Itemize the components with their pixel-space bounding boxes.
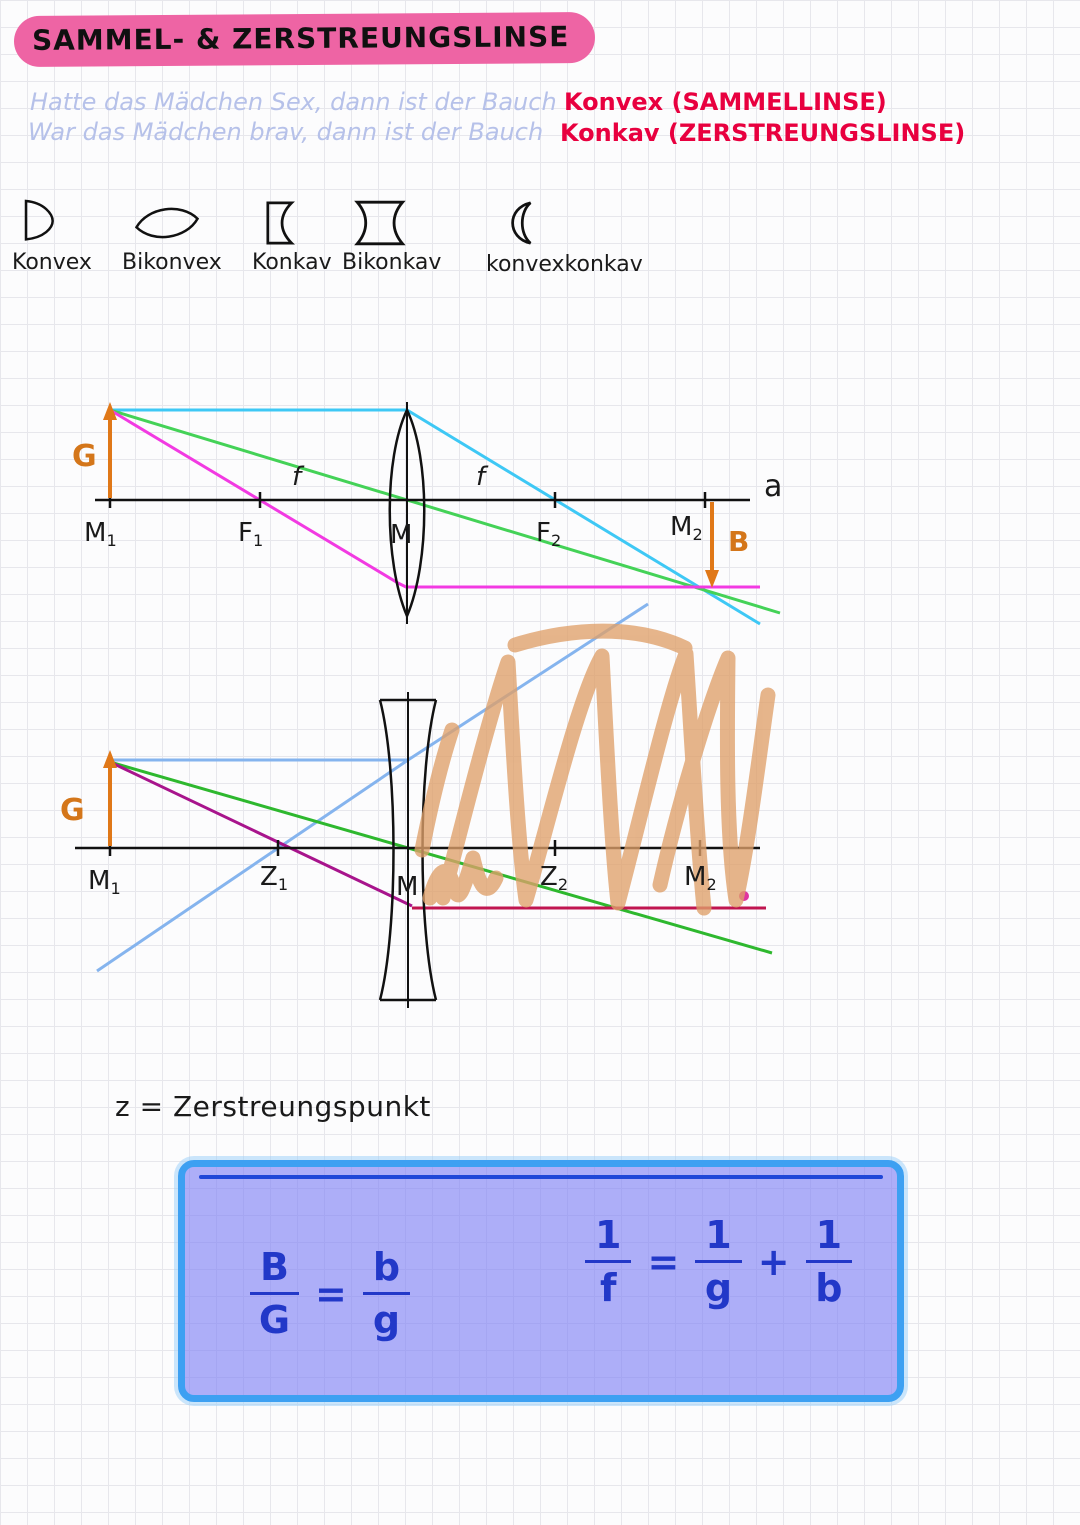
mnemonic-konvex-note: Konvex (SAMMELLINSE) <box>564 88 887 116</box>
marker-scribble <box>414 623 776 916</box>
fraction-b-g: b g <box>362 1245 411 1342</box>
point-label-z2: Z2 <box>540 862 569 894</box>
focal-ray-magenta <box>109 408 760 589</box>
biconcave-icon <box>354 200 406 246</box>
object-arrowhead <box>103 750 117 768</box>
converging-lens-ray-drawing <box>95 402 781 626</box>
fraction-1-g: 1 g <box>695 1213 742 1310</box>
focal-length-label-right: f <box>476 462 486 492</box>
center-ray-green <box>109 408 781 615</box>
fraction-1-f: 1 f <box>585 1213 632 1310</box>
magnification-formula: B G = b g <box>250 1245 411 1342</box>
object-label: G <box>72 439 97 474</box>
point-label-center: M <box>390 520 413 550</box>
lens-type-label-konvexkonkav: konvexkonkav <box>486 252 643 277</box>
mnemonic-line-1: Hatte das Mädchen Sex, dann ist der Bauc… <box>30 88 557 116</box>
mnemonic-line-2: War das Mädchen brav, dann ist der Bauch <box>28 118 544 146</box>
image-label: B <box>728 525 750 558</box>
parallel-ray-cyan <box>110 408 761 626</box>
lens-type-label-bikonvex: Bikonvex <box>122 250 222 275</box>
zerstreuungspunkt-note: z = Zerstreungspunkt <box>115 1090 431 1123</box>
lens-type-label-konkav: Konkav <box>252 250 332 275</box>
plus-sign: + <box>757 1239 790 1284</box>
lens-type-label-bikonkav: Bikonkav <box>342 250 442 275</box>
page-title: SAMMEL- & ZERSTREUNGSLINSE <box>13 11 596 68</box>
backward-extension-blue <box>96 758 409 973</box>
fraction-1-b: 1 b <box>805 1213 853 1310</box>
converging-lens-diagram: G M1 F1 f M f F2 M2 B a <box>70 380 810 645</box>
convex-concave-icon <box>511 201 532 245</box>
plano-convex-icon <box>24 199 54 241</box>
biconvex-icon <box>134 207 200 239</box>
fraction-B-G: B G <box>250 1245 299 1342</box>
point-label-m2: M2 <box>684 862 717 894</box>
point-label-center: M <box>396 872 419 902</box>
equals-sign: = <box>314 1271 347 1316</box>
diverging-lens-diagram: G M1 Z1 M Z2 M2 <box>60 600 820 1030</box>
diverging-lens-ray-drawing <box>75 602 776 1008</box>
object-label: G <box>60 793 85 828</box>
equals-sign: = <box>647 1239 680 1284</box>
axis-label: a <box>764 469 783 504</box>
center-ray-green <box>109 760 773 955</box>
point-label-f1: F1 <box>238 518 264 550</box>
lens-type-label-konvex: Konvex <box>12 250 92 275</box>
focal-ray-purple <box>109 760 413 908</box>
mnemonic-konkav-note: Konkav (ZERSTREUNGSLINSE) <box>560 119 966 147</box>
point-label-m1: M1 <box>88 866 121 898</box>
focal-length-label-left: f <box>292 462 302 492</box>
formula-box: B G = b g 1 f = 1 g + 1 b <box>178 1160 904 1402</box>
image-arrowhead <box>705 570 719 588</box>
point-label-m2: M2 <box>670 512 703 544</box>
point-label-m1: M1 <box>84 518 117 550</box>
point-label-f2: F2 <box>536 518 562 550</box>
object-arrowhead <box>103 402 117 420</box>
point-label-z1: Z1 <box>260 862 289 894</box>
plano-concave-icon <box>266 201 295 245</box>
lens-equation-formula: 1 f = 1 g + 1 b <box>585 1213 853 1310</box>
